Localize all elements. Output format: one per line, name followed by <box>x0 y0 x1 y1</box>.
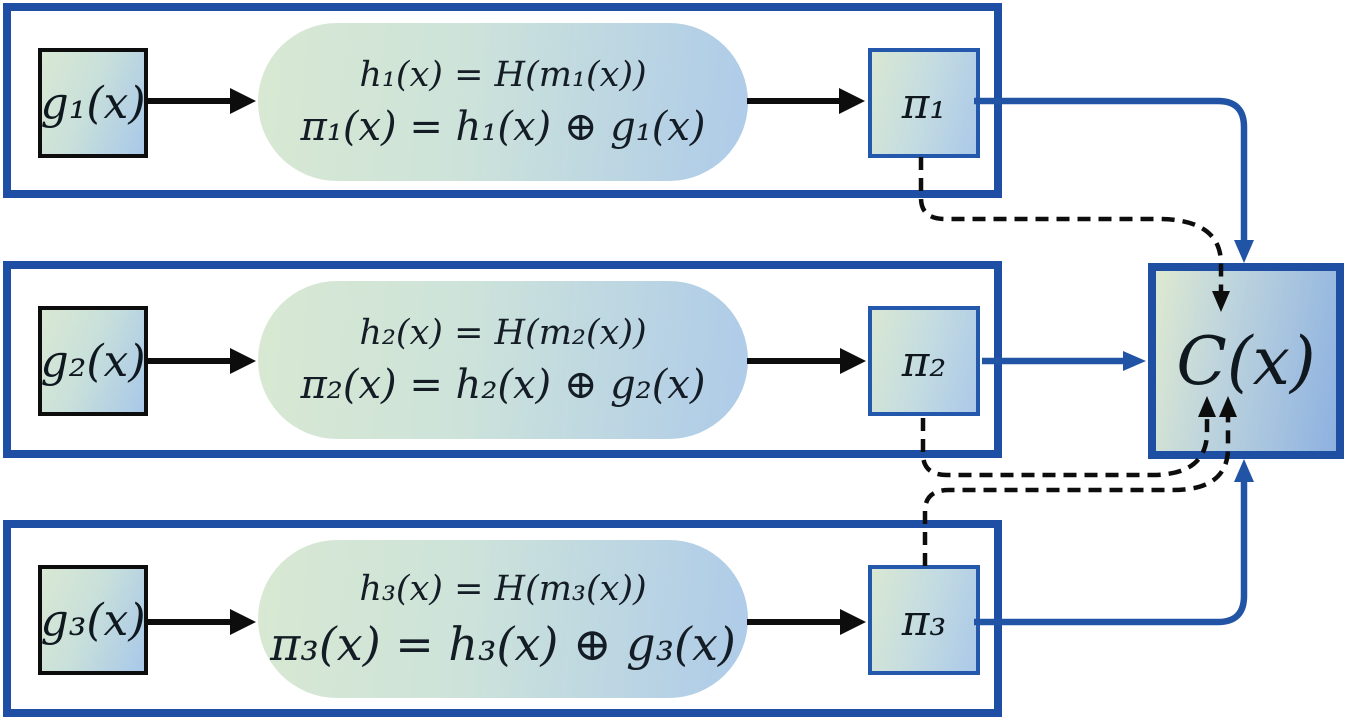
branch-3-formula-line1: h₃(x) = H(m₃(x)) <box>359 568 647 609</box>
branch-2-formula-line1: h₂(x) = H(m₂(x)) <box>359 312 647 353</box>
branch-3-output-label: π₃ <box>901 595 947 645</box>
branch-3-formula-pill: h₃(x) = H(m₃(x)) π₃(x) = h₃(x) ⊕ g₃(x) <box>258 540 748 698</box>
branch-2-frame: g₂(x) h₂(x) = H(m₂(x)) π₂(x) = h₂(x) ⊕ g… <box>3 261 1002 458</box>
branch-1-output-box: π₁ <box>868 48 980 158</box>
branch-1-input-box: g₁(x) <box>38 48 148 158</box>
branch-1-formula-pill: h₁(x) = H(m₁(x)) π₁(x) = h₁(x) ⊕ g₁(x) <box>258 23 748 181</box>
branch-3-output-box: π₃ <box>868 565 980 675</box>
branch-3-solid-connector <box>974 459 1254 626</box>
branch-1-output-label: π₁ <box>901 78 947 128</box>
branch-3-input-box: g₃(x) <box>38 565 148 675</box>
branch-3-formula-line2: π₃(x) = h₃(x) ⊕ g₃(x) <box>270 616 736 671</box>
branch-2-formula-line2: π₂(x) = h₂(x) ⊕ g₂(x) <box>300 361 706 408</box>
branch-1-formula-line2: π₁(x) = h₁(x) ⊕ g₁(x) <box>300 103 706 150</box>
branch-3-frame: g₃(x) h₃(x) = H(m₃(x)) π₃(x) = h₃(x) ⊕ g… <box>3 520 1002 717</box>
branch-2-input-box: g₂(x) <box>38 306 148 416</box>
combiner-label: C(x) <box>1176 322 1316 400</box>
branch-1-frame: g₁(x) h₁(x) = H(m₁(x)) π₁(x) = h₁(x) ⊕ g… <box>3 3 1002 198</box>
branch-2-input-label: g₂(x) <box>40 335 146 387</box>
branch-2-output-label: π₂ <box>901 336 947 386</box>
branch-1-input-label: g₁(x) <box>40 77 146 129</box>
branch-2-output-box: π₂ <box>868 306 980 416</box>
branch-3-input-label: g₃(x) <box>40 594 146 646</box>
branch-1-solid-connector <box>974 97 1254 263</box>
combiner-box: C(x) <box>1148 263 1344 459</box>
branch-2-formula-pill: h₂(x) = H(m₂(x)) π₂(x) = h₂(x) ⊕ g₂(x) <box>258 281 748 439</box>
branch-1-formula-line1: h₁(x) = H(m₁(x)) <box>359 54 647 95</box>
